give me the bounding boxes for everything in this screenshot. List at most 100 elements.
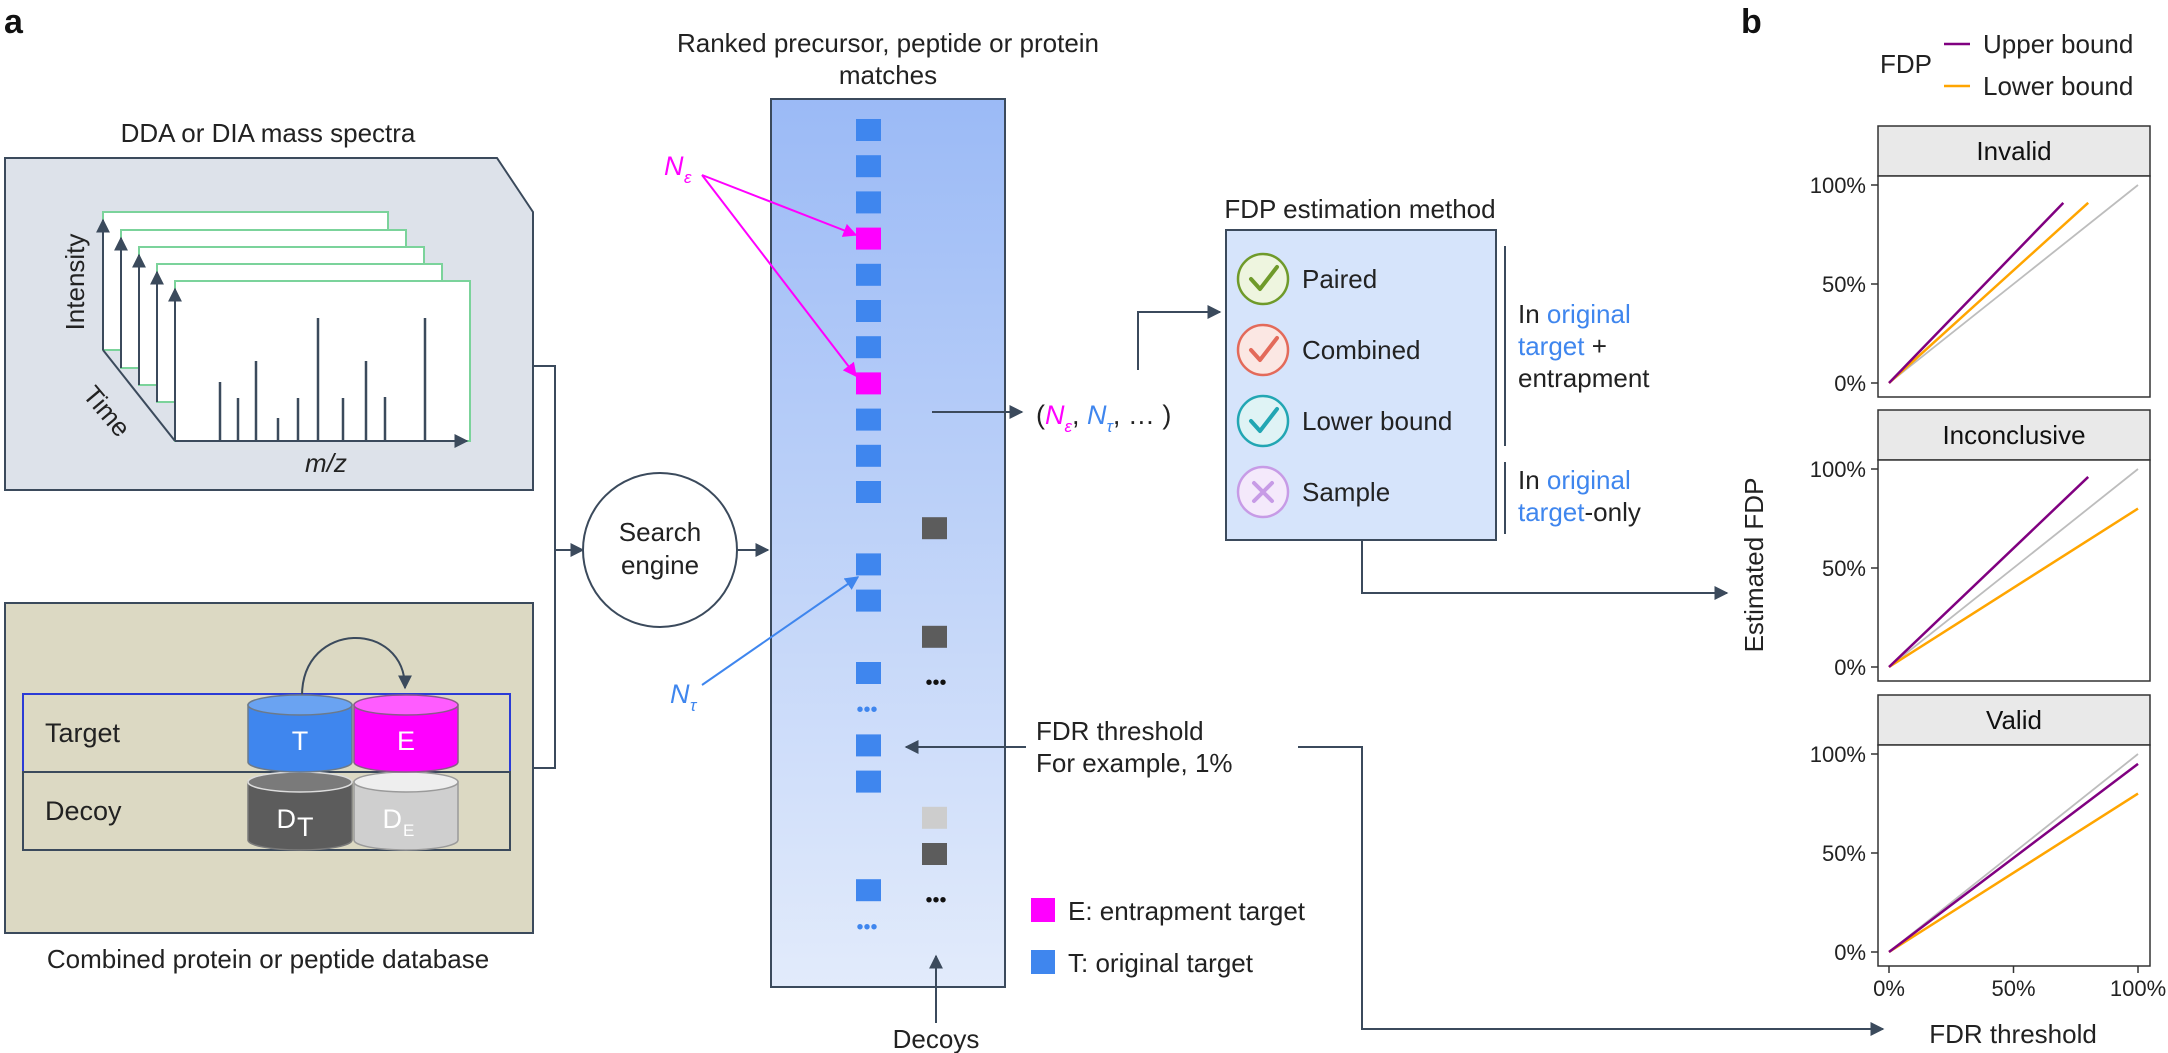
match-target bbox=[856, 444, 881, 467]
matches-column bbox=[770, 98, 1006, 988]
counts-text: (Nε, Nτ, … ) bbox=[1036, 400, 1171, 436]
chart-x-tick-label: 100% bbox=[2110, 976, 2166, 1001]
chart-y-tick-label: 100% bbox=[1810, 173, 1866, 198]
n-tau-sub: τ bbox=[690, 696, 698, 715]
n-epsilon-sub: ε bbox=[684, 168, 692, 187]
chart-identity-line bbox=[1888, 184, 2139, 384]
chart-series-upper-bound bbox=[1888, 476, 2090, 668]
legend-label-target: T: original target bbox=[1068, 948, 1254, 978]
fdp-method-label: Lower bound bbox=[1302, 406, 1452, 436]
match-decoy bbox=[922, 625, 947, 648]
n-epsilon-label: N bbox=[664, 151, 684, 181]
n-tau-arrow bbox=[701, 576, 860, 686]
fdp-methods-title: FDP estimation method bbox=[1224, 194, 1495, 224]
chart-y-label: Estimated FDP bbox=[1739, 478, 1769, 653]
legend-label-entrapment: E: entrapment target bbox=[1068, 896, 1306, 926]
match-decoy bbox=[922, 517, 947, 540]
database-caption: Combined protein or peptide database bbox=[47, 944, 489, 974]
chart-title: Invalid bbox=[1976, 136, 2051, 166]
cylinder-de-sub: E bbox=[403, 821, 414, 840]
cylinder-decoy-entrapment bbox=[353, 771, 459, 851]
cylinder-dt-sub: T bbox=[297, 812, 314, 842]
fdp-method-badge bbox=[1236, 394, 1290, 448]
check-icon bbox=[1249, 336, 1279, 362]
match-target bbox=[856, 300, 881, 322]
chart-identity-line bbox=[1888, 753, 2139, 953]
cross-icon bbox=[1252, 481, 1274, 503]
decoy-label: Decoy bbox=[45, 796, 122, 826]
chart-y-tick-label: 50% bbox=[1822, 841, 1866, 866]
chart-y-tick-label: 50% bbox=[1822, 556, 1866, 581]
chart-x-label: FDR threshold bbox=[1929, 1019, 2097, 1049]
match-entrapment bbox=[856, 227, 881, 250]
counts-to-methods-arrow bbox=[1137, 305, 1222, 370]
chart-title: Inconclusive bbox=[1942, 420, 2085, 450]
chart-y-tick-label: 0% bbox=[1834, 655, 1866, 680]
match-target bbox=[856, 553, 881, 576]
match-target bbox=[856, 770, 881, 793]
spectra-x-label: m/z bbox=[305, 448, 347, 478]
panel-label-b: b bbox=[1741, 3, 1762, 41]
chart-y-tick-label: 0% bbox=[1834, 940, 1866, 965]
chart-series-lower-bound bbox=[1888, 201, 2090, 384]
fdp-method-combined: Combined bbox=[1236, 323, 1421, 377]
chart-legend-title: FDP bbox=[1880, 49, 1932, 79]
match-entrapment bbox=[856, 372, 881, 395]
spectra-title: DDA or DIA mass spectra bbox=[121, 118, 416, 148]
match-decoy-entrapment bbox=[922, 806, 947, 829]
chart-plot-area bbox=[1877, 175, 2151, 398]
n-epsilon-arrow-1 bbox=[701, 174, 858, 237]
matches-title-line1: Ranked precursor, peptide or protein bbox=[677, 28, 1099, 58]
decoy-ellipsis: ••• bbox=[925, 672, 946, 694]
fdp-method-badge bbox=[1236, 323, 1290, 377]
cylinder-decoy-target bbox=[247, 771, 353, 851]
chart-strip bbox=[1877, 409, 2151, 461]
chart-title: Valid bbox=[1986, 705, 2042, 735]
search-engine-line2: engine bbox=[621, 550, 699, 580]
match-target bbox=[856, 191, 881, 214]
match-target bbox=[856, 481, 881, 503]
match-target bbox=[856, 589, 881, 612]
chart-legend-upper: Upper bound bbox=[1983, 29, 2133, 59]
chart-y-tick-label: 100% bbox=[1810, 742, 1866, 767]
note1-line1: In original bbox=[1518, 299, 1631, 329]
chart-series-lower-bound bbox=[1888, 507, 2139, 669]
fdp-method-paired: Paired bbox=[1236, 252, 1377, 306]
fdp-method-label: Combined bbox=[1302, 335, 1421, 365]
legend-swatch-target bbox=[1031, 950, 1055, 974]
chart-legend-lower: Lower bound bbox=[1983, 71, 2133, 101]
chart-y-tick-label: 100% bbox=[1810, 457, 1866, 482]
chart-identity-line bbox=[1888, 468, 2139, 668]
chart-series-lower-bound bbox=[1888, 792, 2139, 954]
match-target bbox=[856, 155, 881, 178]
cylinder-e-label: E bbox=[397, 726, 415, 756]
target-label: Target bbox=[45, 718, 121, 748]
match-target bbox=[856, 408, 881, 431]
cylinder-entrapment bbox=[353, 694, 459, 773]
matches-title-line2: matches bbox=[839, 60, 937, 90]
fdp-method-label: Sample bbox=[1302, 477, 1390, 507]
cylinder-de-label: D bbox=[383, 804, 403, 834]
match-target bbox=[856, 734, 881, 757]
match-decoy bbox=[922, 843, 947, 865]
decoys-label: Decoys bbox=[893, 1024, 980, 1053]
note1-line3: entrapment bbox=[1518, 363, 1650, 393]
decoy-band bbox=[22, 771, 511, 851]
column-ellipsis: ••• bbox=[856, 699, 877, 721]
search-engine-line1: Search bbox=[619, 517, 701, 547]
chart-series-upper-bound bbox=[1888, 762, 2139, 953]
column-items: •••••••••••• bbox=[856, 119, 947, 938]
target-to-entrapment-arrow bbox=[301, 637, 412, 697]
fdp-method-label: Paired bbox=[1302, 264, 1377, 294]
spectra-y-label: Intensity bbox=[60, 234, 90, 331]
check-icon bbox=[1249, 407, 1279, 433]
methods-to-chart-arrow bbox=[1361, 540, 1729, 600]
decoy-ellipsis: ••• bbox=[925, 889, 946, 911]
note1-line2: target + bbox=[1518, 331, 1607, 361]
cylinder-dt-label: D bbox=[277, 804, 297, 834]
chart-y-tick-label: 50% bbox=[1822, 272, 1866, 297]
